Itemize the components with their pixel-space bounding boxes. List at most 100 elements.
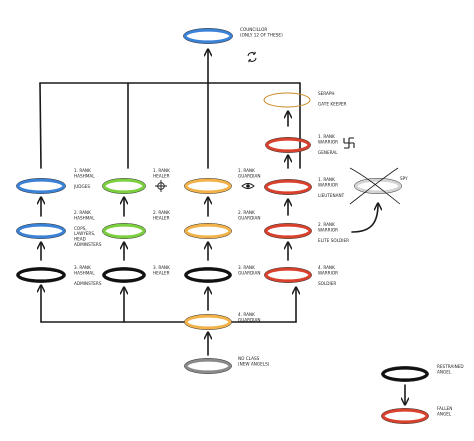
label-line	[74, 179, 75, 184]
node-noclass-ring	[184, 358, 232, 374]
label-line: guardian	[238, 215, 261, 220]
label-line: Gate keeper	[318, 102, 347, 107]
node-noclass-label: No class(new angels)	[238, 356, 270, 366]
label-line: Restrained	[437, 364, 464, 369]
label-line: Adminsters	[74, 281, 102, 286]
node-councillor-ring-outline	[183, 28, 233, 44]
crosshair-icon	[155, 180, 167, 192]
label-line: 3. Rank	[238, 265, 255, 270]
legend-fallen-ring	[381, 408, 429, 424]
label-line: 3. Rank	[74, 265, 91, 270]
label-line: Spy	[400, 176, 408, 181]
label-line: 2. Rank	[153, 210, 170, 215]
label-line	[318, 145, 319, 150]
label-line: guardian	[238, 270, 261, 275]
node-healer-1-ring-outline	[102, 178, 146, 194]
label-line: No class	[238, 356, 260, 361]
label-line: 2. Rank	[74, 210, 91, 215]
label-line	[74, 276, 75, 281]
label-line: adminsters	[74, 242, 102, 247]
label-line: 1. Rank	[318, 177, 335, 182]
label-line: Judges	[73, 184, 90, 189]
label-line: guardian	[238, 173, 261, 178]
label-line: Seraph	[318, 91, 335, 96]
node-warrior-soldier-ring-outline	[264, 267, 312, 283]
node-councillor-ring	[183, 28, 233, 44]
label-line: (only 12 of these)	[240, 32, 283, 37]
label-line: angel	[437, 369, 452, 374]
node-hashmal-admin-ring	[16, 267, 66, 283]
node-guardian-2-ring-outline	[184, 223, 232, 239]
node-guardian-3-ring	[184, 267, 232, 283]
label-line: healer	[153, 270, 170, 275]
label-line: Fallen	[437, 406, 452, 411]
label-line: Lieutenant	[318, 193, 345, 198]
label-line: lawyers,	[74, 231, 95, 236]
node-healer-3-ring	[102, 267, 146, 283]
label-line: General	[318, 150, 338, 155]
node-guardian-4-ring	[184, 314, 232, 330]
node-guardian-1-ring-outline	[184, 178, 232, 194]
node-warrior-lieutenant-ring-outline	[264, 179, 312, 195]
label-line: 1. Rank	[238, 168, 255, 173]
label-line: guardian	[238, 317, 261, 322]
label-line: head	[74, 237, 86, 242]
label-line	[318, 233, 319, 238]
label-line: 1. Rank	[74, 168, 91, 173]
node-warrior-general-ring-outline	[265, 137, 311, 153]
node-guardian-2-ring	[184, 223, 232, 239]
node-hashmal-admin-ring-outline	[16, 267, 66, 283]
label-line: angel	[437, 411, 452, 416]
label-line: Soldier	[318, 281, 336, 286]
label-line	[318, 276, 319, 281]
node-hashmal-judges-ring-outline	[16, 178, 66, 194]
node-seraph-label: Seraph Gate keeper	[318, 91, 347, 107]
label-line: 3. Rank	[153, 265, 170, 270]
node-councillor-label: Councillor(only 12 of these)	[240, 27, 283, 37]
arrow-elite-to-spy	[351, 204, 378, 233]
node-warrior-elite-ring	[264, 223, 312, 239]
node-warrior-elite-ring-outline	[264, 223, 312, 239]
node-hashmal-judges-ring	[16, 178, 66, 194]
node-healer-1-ring	[102, 178, 146, 194]
node-guardian-1-ring	[184, 178, 232, 194]
node-noclass-ring-outline	[184, 358, 232, 374]
labels: Councillor(only 12 of these) Seraph Gate …	[73, 27, 464, 416]
label-line: warrior	[318, 182, 338, 187]
node-healer-2-ring	[102, 223, 146, 239]
label-line: (new angels)	[238, 361, 270, 366]
eye-icon	[241, 183, 255, 189]
label-line: warrior	[318, 227, 338, 232]
node-spy-label: Spy	[400, 176, 408, 181]
node-guardian-4-ring-outline	[184, 314, 232, 330]
node-healer-3-ring-outline	[102, 267, 146, 283]
label-line	[318, 188, 319, 193]
legend-restrained-ring-outline	[381, 366, 429, 382]
label-line: healer	[153, 215, 170, 220]
label-line: 2. Rank	[238, 210, 255, 215]
label-line: hashmal	[74, 215, 95, 220]
node-warrior-soldier-ring	[264, 267, 312, 283]
label-line: 1. Rank	[318, 134, 335, 139]
label-line: 1. Rank	[153, 168, 170, 173]
x-cross-icon	[349, 167, 401, 205]
node-warrior-lieutenant-ring	[264, 179, 312, 195]
legend-restrained-ring	[381, 366, 429, 382]
